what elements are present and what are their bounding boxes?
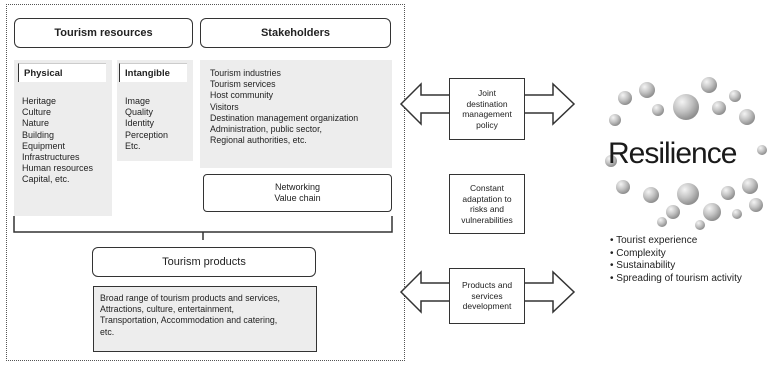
resilience-title: Resilience xyxy=(608,137,737,170)
physical-label: Physical xyxy=(24,68,63,79)
tourism-products-header: Tourism products xyxy=(92,247,316,277)
list-item: Image xyxy=(125,96,151,106)
bubble xyxy=(757,145,767,155)
networking-line: Networking xyxy=(274,182,321,192)
bubble xyxy=(712,101,726,115)
joint-policy-box: Joint destination management policy xyxy=(449,78,525,140)
joint-line: management xyxy=(462,109,512,119)
list-item: Equipment xyxy=(22,140,66,151)
bubble xyxy=(609,114,621,126)
bubble xyxy=(732,209,742,219)
list-item: Destination management organization xyxy=(210,112,359,123)
tourism-resources-header: Tourism resources xyxy=(14,18,193,48)
bubble xyxy=(742,178,758,194)
list-item: Heritage xyxy=(22,96,57,106)
list-item: Administration, public sector, xyxy=(210,124,322,135)
bubble xyxy=(652,104,664,116)
tourism-resources-title: Tourism resources xyxy=(54,27,153,39)
list-item: Transportation, Accommodation and cateri… xyxy=(100,315,278,326)
list-item: Tourism industries xyxy=(210,68,281,78)
development-box: Products and services development xyxy=(449,268,525,324)
bubble xyxy=(673,94,699,120)
list-item: Broad range of tourism products and serv… xyxy=(100,293,280,303)
bubble xyxy=(701,77,717,93)
list-item: Building xyxy=(22,129,55,140)
intangible-list: Image Quality Identity Perception Etc. xyxy=(125,96,191,152)
joint-line: destination xyxy=(466,98,508,109)
products-list: Broad range of tourism products and serv… xyxy=(100,293,314,338)
adaptation-line: vulnerabilities xyxy=(461,214,513,225)
list-item: Human resources xyxy=(22,163,94,174)
intangible-label: Intangible xyxy=(125,68,170,79)
list-item: Etc. xyxy=(125,140,141,151)
bubble xyxy=(721,186,735,200)
bubble xyxy=(657,217,667,227)
stakeholders-panel xyxy=(200,60,392,168)
list-item: • Complexity xyxy=(610,247,666,259)
bubble xyxy=(677,183,699,205)
adaptation-box: Constant adaptation to risks and vulnera… xyxy=(449,174,525,234)
development-line: services xyxy=(471,290,503,301)
bubble xyxy=(639,82,655,98)
list-item: Host community xyxy=(210,90,274,101)
list-item: • Sustainability xyxy=(610,260,676,271)
physical-panel xyxy=(14,60,112,216)
adaptation-line: adaptation to xyxy=(462,193,512,204)
list-item: Tourism services xyxy=(210,79,276,90)
stakeholders-header: Stakeholders xyxy=(200,18,391,48)
list-item: Perception xyxy=(125,129,169,140)
development-line: Products and xyxy=(461,280,513,291)
intangible-label-box: Intangible xyxy=(119,63,187,82)
list-item: • Spreading of tourism activity xyxy=(610,272,742,284)
list-item: Identity xyxy=(125,118,155,129)
list-item: • Tourist experience xyxy=(610,235,698,246)
networking-line: Value chain xyxy=(274,193,321,203)
adaptation-line: Constant xyxy=(469,183,505,193)
list-item: Infrastructures xyxy=(22,152,80,163)
list-item: Regional authorities, etc. xyxy=(210,135,307,146)
list-item: etc. xyxy=(100,326,115,337)
joint-line: policy xyxy=(476,119,498,130)
bubble xyxy=(616,180,630,194)
joint-line: Joint xyxy=(478,88,496,98)
bubble xyxy=(749,198,763,212)
bubble xyxy=(605,155,617,167)
networking-box: Networking Value chain xyxy=(203,174,392,212)
list-item: Visitors xyxy=(210,101,239,112)
outer-frame xyxy=(6,4,405,361)
bubble xyxy=(618,91,632,105)
bubble xyxy=(729,90,741,102)
bubble xyxy=(703,203,721,221)
list-item: Capital, etc. xyxy=(22,174,70,185)
list-item: Culture xyxy=(22,107,52,118)
bubble xyxy=(666,205,680,219)
resilience-bullets: • Tourist experience • Complexity • Sust… xyxy=(610,235,775,285)
products-panel xyxy=(93,286,317,352)
bubble-group xyxy=(605,77,767,230)
adaptation-line: risks and xyxy=(469,204,504,214)
bubble xyxy=(739,109,755,125)
development-line: development xyxy=(462,301,512,312)
list-item: Quality xyxy=(125,107,154,118)
physical-label-box: Physical xyxy=(18,63,106,82)
bubble xyxy=(643,187,659,203)
stakeholders-list: Tourism industries Tourism services Host… xyxy=(210,68,390,146)
list-item: Nature xyxy=(22,118,50,129)
tourism-products-title: Tourism products xyxy=(162,256,246,268)
bubble xyxy=(695,220,705,230)
physical-list: Heritage Culture Nature Building Equipme… xyxy=(22,96,110,186)
stakeholders-title: Stakeholders xyxy=(260,27,331,39)
list-item: Attractions, culture, entertainment, xyxy=(100,304,234,315)
